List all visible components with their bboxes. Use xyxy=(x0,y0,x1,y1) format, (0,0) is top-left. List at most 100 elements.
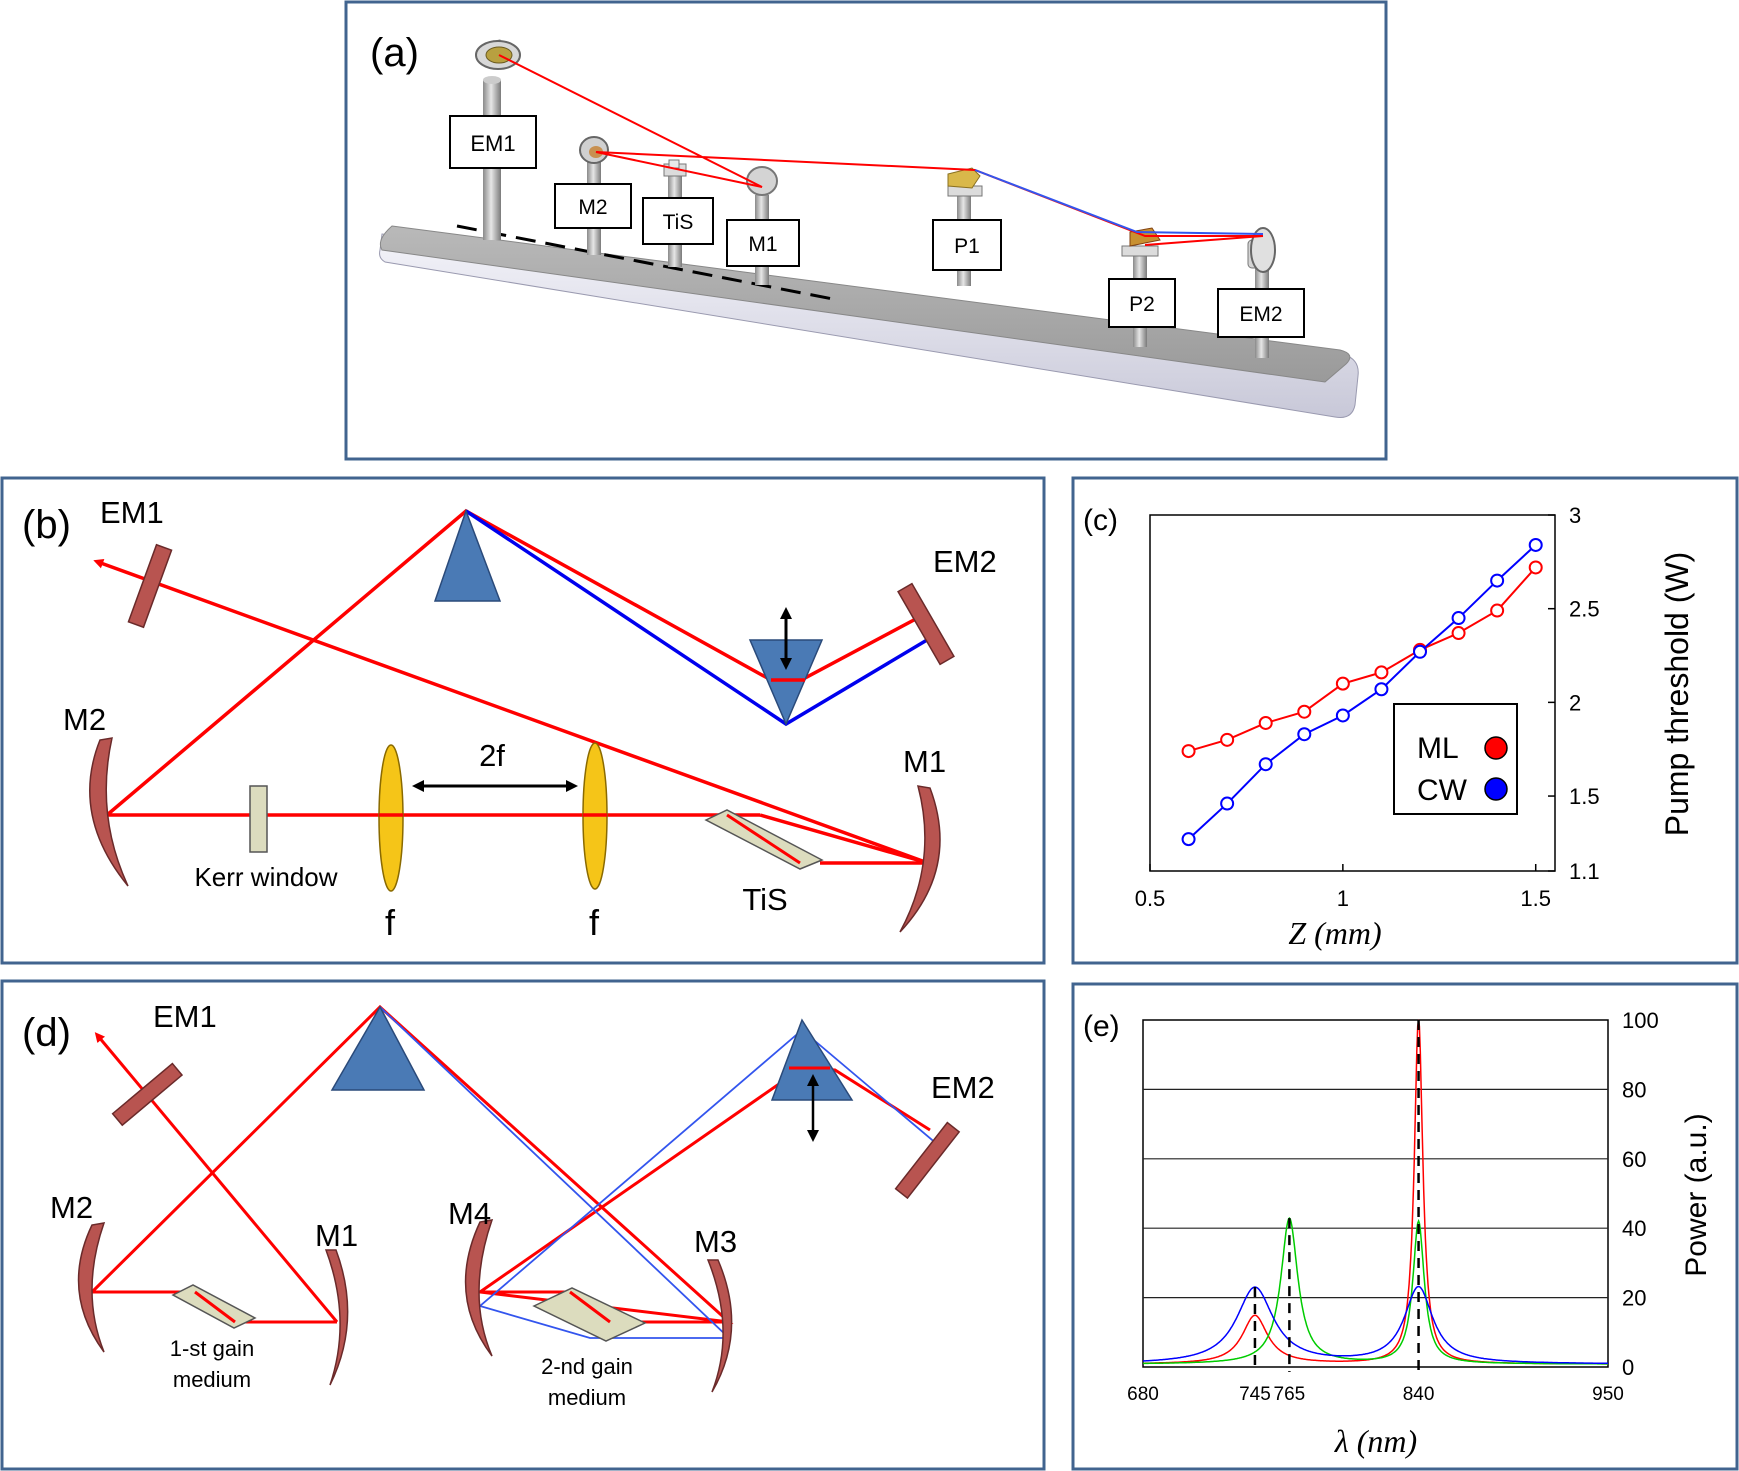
data-point-cw xyxy=(1258,757,1273,772)
chart-e-grid xyxy=(1143,1088,1608,1299)
beam-d-blue xyxy=(379,1006,945,1339)
panel-b: (b) EM1 EM2 M2 M1 2f xyxy=(0,476,1046,965)
data-point-cw xyxy=(1181,832,1196,847)
label-d-m3: M3 xyxy=(694,1224,737,1259)
cavity-axis-dashed xyxy=(456,224,839,302)
svg-text:EM1: EM1 xyxy=(470,131,515,156)
chart-c-xlabel: Z (mm) xyxy=(1288,915,1381,951)
m1-mirror xyxy=(899,785,941,933)
data-point-cw xyxy=(1220,796,1235,811)
label-m2: M2 xyxy=(554,183,632,229)
beam-a-blue xyxy=(974,169,1264,235)
beam-d-output xyxy=(94,1032,339,1323)
em1-mirror-d xyxy=(111,1062,184,1127)
panel-d: (d) EM1 EM2 M2 M1 M4 M3 1-st gai xyxy=(0,979,1046,1471)
chart-e-ytick-label: 0 xyxy=(1622,1355,1634,1380)
label-d-gain2-b: medium xyxy=(548,1385,626,1410)
chart-c-ytick-label: 1.5 xyxy=(1569,784,1600,809)
label-b-2f: 2f xyxy=(479,738,505,773)
label-d-em2: EM2 xyxy=(931,1070,995,1105)
label-b-em2: EM2 xyxy=(933,544,997,579)
beam-b-output xyxy=(93,559,929,865)
m4-mirror-d xyxy=(464,1219,494,1357)
label-b-em1: EM1 xyxy=(100,495,164,530)
svg-text:TiS: TiS xyxy=(663,211,694,234)
data-point-ml xyxy=(1181,744,1196,759)
m2-mirror xyxy=(89,737,129,887)
gain-medium-2 xyxy=(532,1287,647,1342)
label-d-m2: M2 xyxy=(50,1190,93,1225)
data-point-cw xyxy=(1335,708,1350,723)
m1-mirror-d xyxy=(324,1249,349,1386)
spectrum-line-2 xyxy=(1142,1285,1608,1365)
chart-c-ytick-label: 3 xyxy=(1569,503,1581,528)
data-point-ml xyxy=(1528,560,1543,575)
svg-text:M2: M2 xyxy=(578,196,607,219)
chart-e-series xyxy=(1142,1019,1608,1365)
label-b-f-left: f xyxy=(385,902,396,943)
chart-e-peak-markers xyxy=(1253,1020,1420,1372)
chart-e-ytick-label: 100 xyxy=(1622,1008,1659,1033)
prism-d-1 xyxy=(330,1005,426,1091)
chart-c-xtick-label: 1 xyxy=(1337,886,1349,911)
spectrum-line-1 xyxy=(1143,1216,1608,1365)
data-point-ml xyxy=(1374,665,1389,680)
label-d-gain2-a: 2-nd gain xyxy=(541,1354,633,1379)
series-line-cw xyxy=(1187,544,1537,840)
panel-a: (a) xyxy=(344,0,1388,461)
beam-b-in-tis xyxy=(726,813,801,865)
label-p2: P2 xyxy=(1108,278,1176,328)
chart-c-ytick-label: 1.1 xyxy=(1569,859,1600,884)
data-point-ml xyxy=(1451,626,1466,641)
label-tis: TiS xyxy=(642,197,714,245)
prism-1 xyxy=(433,508,502,602)
data-point-cw xyxy=(1528,537,1543,552)
chart-e-xtick-label: 745 xyxy=(1239,1384,1271,1405)
data-point-ml xyxy=(1490,603,1505,618)
m2-mirror-d xyxy=(77,1222,106,1353)
chart-c-xtick-label: 0.5 xyxy=(1135,886,1166,911)
legend-cw-label: CW xyxy=(1417,774,1468,807)
panel-d-tag: (d) xyxy=(22,1011,71,1055)
chart-c-ylabel: Pump threshold (W) xyxy=(1659,552,1695,837)
beam-d-in-gain2 xyxy=(569,1290,611,1324)
chart-e-plot-area xyxy=(1142,1019,1609,1368)
label-b-f-right: f xyxy=(589,902,600,943)
panel-d-frame xyxy=(0,979,1046,1471)
chart-c-ytick-label: 2.5 xyxy=(1569,597,1600,622)
data-point-cw xyxy=(1490,573,1505,588)
data-point-ml xyxy=(1220,732,1235,747)
label-b-m2: M2 xyxy=(63,702,106,737)
label-d-em1: EM1 xyxy=(153,999,217,1034)
chart-e-ytick-label: 60 xyxy=(1622,1147,1646,1172)
data-point-ml xyxy=(1335,676,1350,691)
lens-left xyxy=(378,744,404,892)
data-point-cw xyxy=(1297,727,1312,742)
panel-b-tag: (b) xyxy=(22,503,71,547)
label-em1: EM1 xyxy=(449,115,537,169)
legend-ml-marker xyxy=(1484,736,1508,760)
panel-a-tag: (a) xyxy=(370,31,419,75)
label-b-tis: TiS xyxy=(742,882,787,917)
svg-text:EM2: EM2 xyxy=(1239,303,1282,326)
panel-c-tag: (c) xyxy=(1083,504,1118,537)
kerr-window xyxy=(249,785,268,853)
chart-e-ytick-label: 40 xyxy=(1622,1216,1646,1241)
data-point-ml xyxy=(1297,704,1312,719)
label-d-gain1-a: 1-st gain xyxy=(170,1336,254,1361)
svg-text:M1: M1 xyxy=(748,233,777,256)
chart-e-ylabel: Power (a.u.) xyxy=(1680,1113,1713,1276)
label-m1: M1 xyxy=(726,219,800,267)
beam-d-in-gain1 xyxy=(194,1290,236,1324)
legend-cw-marker xyxy=(1484,777,1508,801)
chart-c-ytick-label: 2 xyxy=(1569,690,1581,715)
panel-e-tag: (e) xyxy=(1083,1010,1120,1043)
chart-e-ytick-label: 80 xyxy=(1622,1077,1646,1102)
chart-e-xtick-label: 950 xyxy=(1592,1384,1624,1405)
data-point-cw xyxy=(1413,644,1427,659)
chart-e-xtick-label: 680 xyxy=(1127,1384,1159,1405)
